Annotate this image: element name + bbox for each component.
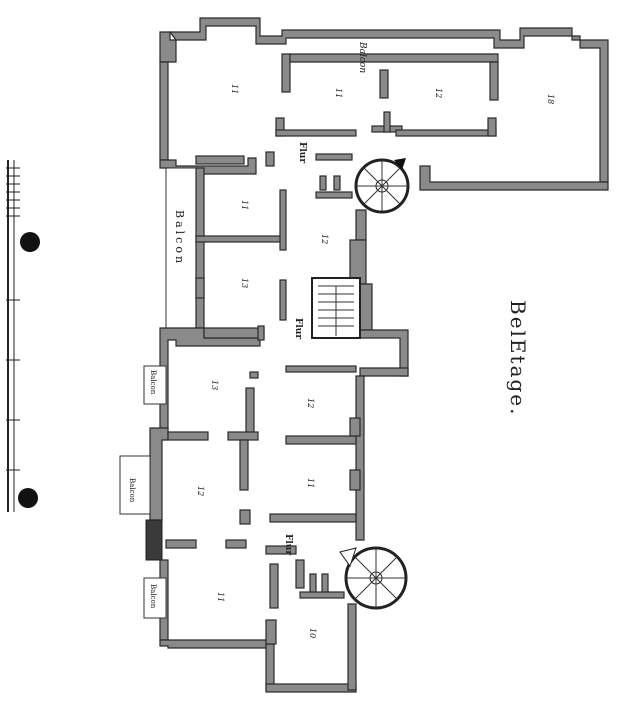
label-balcon-top: Balcon: [357, 41, 367, 73]
plan-title-wrap: BelEtage.: [500, 300, 540, 420]
room-number: 11: [306, 478, 315, 488]
plan-title: BelEtage.: [506, 300, 530, 417]
label-balcon-left: Balcon: [173, 210, 186, 266]
svg-text:Balcon: Balcon: [357, 41, 367, 73]
svg-text:Balcon: Balcon: [149, 370, 157, 395]
staircase-bottom: [339, 546, 408, 610]
label-flur-top: Flur: [297, 142, 307, 163]
label-flur-bottom: Flur: [283, 534, 293, 555]
label-balcon-small-3: Balcon: [149, 584, 157, 609]
scale-marker-bottom: [18, 488, 38, 508]
room-number: 12: [320, 234, 329, 244]
room-number: 12: [434, 88, 443, 98]
svg-text:Flur: Flur: [297, 142, 307, 163]
room-number: 11: [334, 88, 343, 98]
staircase-middle: [311, 277, 361, 339]
room-number: 12: [306, 398, 315, 408]
room-number: 18: [546, 94, 555, 104]
svg-text:Balcon: Balcon: [149, 584, 157, 609]
room-number: 10: [308, 628, 317, 638]
label-flur-middle: Flur: [293, 318, 303, 339]
label-balcon-small-1: Balcon: [149, 370, 157, 395]
svg-text:Balcon: Balcon: [128, 478, 136, 503]
staircase-top: [354, 158, 410, 214]
room-number: 11: [216, 592, 225, 602]
room-number: 11: [240, 200, 249, 210]
interior-walls: [119, 69, 497, 645]
room-number: 12: [196, 486, 205, 496]
room-number: 11: [230, 84, 239, 94]
svg-text:Balcon: Balcon: [173, 210, 186, 266]
label-balcon-small-2: Balcon: [128, 478, 136, 503]
room-number: 13: [210, 380, 219, 390]
scale-bar: [6, 160, 40, 512]
room-number: 13: [240, 278, 249, 288]
svg-text:Flur: Flur: [283, 534, 293, 555]
scale-marker-top: [20, 232, 40, 252]
svg-text:Flur: Flur: [293, 318, 303, 339]
